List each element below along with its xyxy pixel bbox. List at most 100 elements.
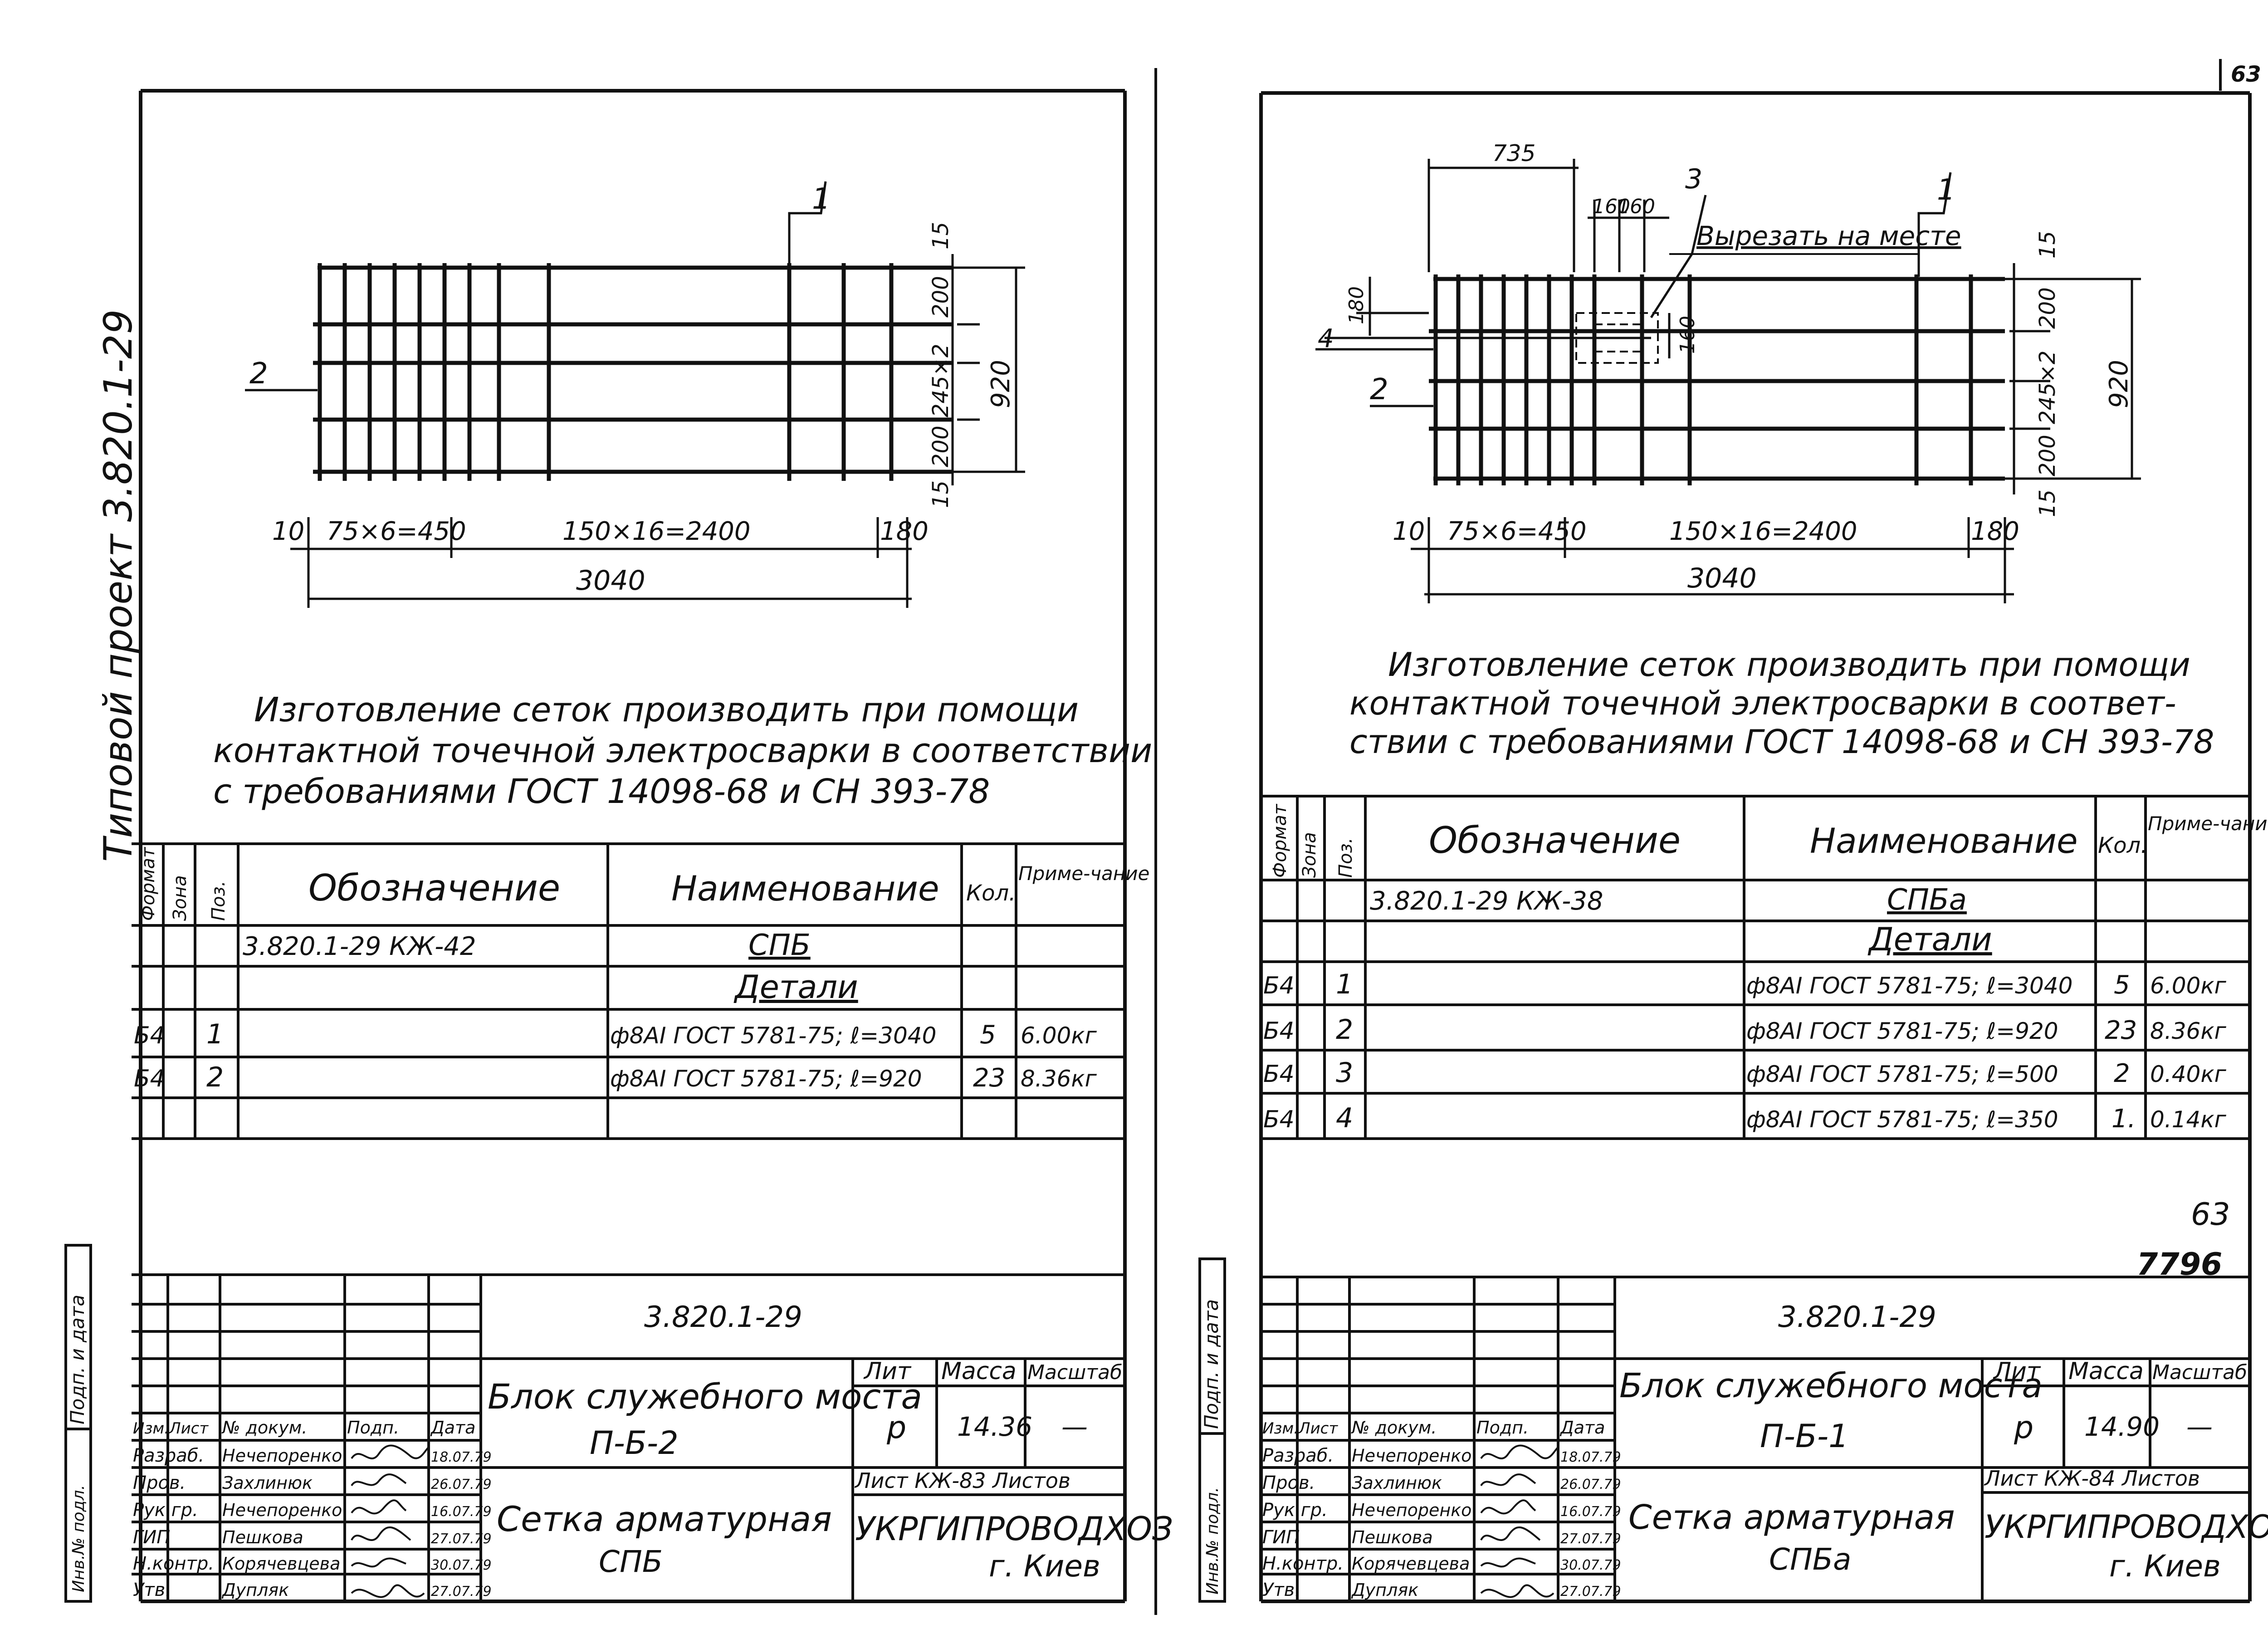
stamp-city-left: г. Киев	[989, 1549, 1100, 1584]
spec-row-3-note-left: 6.00кг	[1021, 1022, 1097, 1049]
spec-head-note-right: Приме-чание	[2148, 812, 2268, 835]
dim-mid-right: 245×2	[2035, 351, 2060, 424]
stamp-title1-left: Блок служебного моста	[488, 1376, 922, 1417]
spec-head-note-left: Приме-чание	[1018, 862, 1149, 885]
stamp-name-2-right: Захлинюк	[1352, 1473, 1442, 1493]
dim-cut-h-right: 180	[1345, 286, 1368, 324]
stamp-date-3-right: 16.07.79	[1560, 1504, 1621, 1520]
dim-right-offset-right: 180	[1971, 517, 2019, 546]
dim-total-left: 920	[986, 360, 1016, 408]
stamp-role-1-left: Разраб.	[133, 1445, 204, 1466]
stamp-name-4-right: Пешкова	[1352, 1527, 1433, 1547]
stamp-date-4-right: 27.07.79	[1560, 1531, 1621, 1547]
dim-bot-left: 15	[928, 480, 953, 508]
stamp-h-date-left: Дата	[430, 1418, 475, 1438]
stamp-mass-right: 14.90	[2084, 1411, 2160, 1442]
spec-row-4-name-right: ф8АI ГОСТ 5781-75; ℓ=920	[1746, 1018, 2058, 1044]
spec-row-4-note-left: 8.36кг	[1021, 1066, 1097, 1092]
spec-row-3-note-right: 6.00кг	[2150, 973, 2227, 999]
stamp-name-2-left: Захлинюк	[222, 1473, 313, 1493]
signature-marks-left	[351, 1444, 430, 1598]
spec-row-3-name-left: ф8АI ГОСТ 5781-75; ℓ=3040	[610, 1022, 936, 1049]
spec-row-5-format-right: Б4	[1263, 1061, 1295, 1088]
spec-row-4-qty-right: 23	[2105, 1016, 2137, 1045]
stamp-mass-h-left: Масса	[941, 1358, 1017, 1385]
spec-row-3-format-right: Б4	[1263, 972, 1295, 999]
sheet-right: 735 160 160 180 160 3 Вырезать на месте …	[1198, 91, 2268, 1603]
stamp-mass-left: 14.36	[957, 1411, 1032, 1442]
stamp-side-a-right: Инв.№ подл.	[1203, 1487, 1222, 1595]
dim-length-left: 3040	[576, 565, 645, 597]
spec-row-1-name-right: СПБа	[1887, 883, 1967, 917]
dim-midtop-left: 200	[928, 276, 953, 318]
stamp-city-right: г. Киев	[2109, 1549, 2221, 1584]
stamp-title2-right: П-Б-1	[1760, 1418, 1849, 1455]
stamp-name-1-right: Нечепоренко	[1352, 1446, 1471, 1466]
spec-table-left	[132, 842, 1125, 1140]
stamp-name-4-left: Пешкова	[222, 1527, 303, 1547]
stamp-name-3-right: Нечепоренко	[1352, 1500, 1471, 1520]
stamp-h-list-right: Лист	[1298, 1419, 1338, 1438]
dim-midtop-right: 200	[2035, 287, 2060, 329]
stamp-name-3-left: Нечепоренко	[222, 1500, 342, 1520]
dim-coarse-step-left: 150×16=2400	[562, 517, 751, 546]
spec-row-6-pos-right: 4	[1336, 1102, 1353, 1134]
stamp-role-6-left: Утв.	[133, 1580, 171, 1600]
pos-label-4-right: 4	[1318, 324, 1334, 353]
pos-label-3-right: 3	[1685, 163, 1702, 195]
signature-marks-right	[1480, 1444, 1559, 1598]
spec-head-name-right: Наименование	[1810, 821, 2078, 861]
stamp-role-1-right: Разраб.	[1262, 1445, 1334, 1466]
mesh-drawing-left	[313, 263, 953, 481]
pos-label-1-left: 1	[812, 182, 831, 216]
cutout-box-right	[1575, 312, 1659, 364]
stamp-date-5-right: 30.07.79	[1560, 1557, 1621, 1573]
stamp-title4-left: СПБ	[599, 1544, 663, 1579]
spec-row-1-designation-left: 3.820.1-29 КЖ-42	[243, 932, 476, 961]
spec-row-4-format-left: Б4	[134, 1065, 165, 1092]
stamp-h-date-right: Дата	[1559, 1418, 1605, 1438]
spec-head-qty-left: Кол.	[966, 881, 1016, 906]
stamp-sheet-line-right: Лист КЖ-84 Листов	[1984, 1466, 2200, 1491]
dim-cut-a-right: 160	[1592, 195, 1630, 218]
spec-head-zone-right: Зона	[1299, 832, 1320, 878]
stamp-date-2-left: 26.07.79	[431, 1477, 492, 1492]
spec-head-name-left: Наименование	[671, 868, 939, 909]
spec-row-5-name-right: ф8АI ГОСТ 5781-75; ℓ=500	[1746, 1061, 2058, 1087]
dim-left-offset-right: 10	[1393, 517, 1425, 546]
stamp-org-right: УКРГИПРОВОДХОЗ	[1984, 1508, 2268, 1546]
stamp-h-izm-right: Изм.	[1262, 1419, 1299, 1438]
pos-label-2-left: 2	[249, 357, 268, 391]
stamp-date-6-right: 27.07.79	[1560, 1584, 1621, 1600]
stamp-side-b-left: Подп. и дата	[66, 1295, 88, 1424]
dim-cut-v-right: 160	[1676, 316, 1699, 354]
dim-cut-w-right: 735	[1492, 140, 1535, 166]
stamp-date-6-left: 27.07.79	[431, 1584, 492, 1600]
note-line-1-right: Изготовление сеток производить при помощ…	[1388, 646, 2190, 684]
page-number: 63	[2231, 62, 2261, 87]
spec-row-1-name-left: СПБ	[748, 929, 811, 962]
note-line-2-right: контактной точечной электросварки в соот…	[1349, 684, 2176, 722]
stamp-code-right: 3.820.1-29	[1778, 1301, 1936, 1334]
stamp-lit-h-right: Лит	[1993, 1358, 2041, 1385]
stamp-role-6-right: Утв.	[1262, 1580, 1300, 1600]
spec-row-4-note-right: 8.36кг	[2150, 1018, 2227, 1044]
stamp-name-6-left: Дупляк	[221, 1580, 289, 1600]
stamp-name-5-right: Корячевцева	[1352, 1554, 1470, 1574]
dim-coarse-step-right: 150×16=2400	[1669, 517, 1857, 546]
stamp-role-5-right: Н.контр.	[1262, 1553, 1344, 1574]
dim-bot-right: 15	[2035, 489, 2060, 517]
note-line-3-left: с требованиями ГОСТ 14098-68 и СН 393-78	[213, 772, 990, 811]
stamp-role-2-right: Пров.	[1262, 1473, 1315, 1493]
stamp-date-3-left: 16.07.79	[431, 1504, 492, 1520]
spec-row-6-note-right: 0.14кг	[2150, 1106, 2227, 1133]
note-line-1-left: Изготовление сеток производить при помощ…	[254, 690, 1079, 729]
pos-label-1-right: 1	[1937, 173, 1955, 207]
note-line-3-right: ствии с требованиями ГОСТ 14098-68 и СН …	[1349, 723, 2214, 761]
spec-row-4-qty-left: 23	[973, 1063, 1005, 1093]
dim-midbot-right: 200	[2035, 435, 2060, 476]
stamp-side-a-left: Инв.№ подл.	[69, 1485, 88, 1592]
stamp-title3-left: Сетка арматурная	[497, 1499, 832, 1539]
stamp-role-5-left: Н.контр.	[133, 1553, 214, 1574]
spec-row-3-format-left: Б4	[134, 1022, 165, 1049]
